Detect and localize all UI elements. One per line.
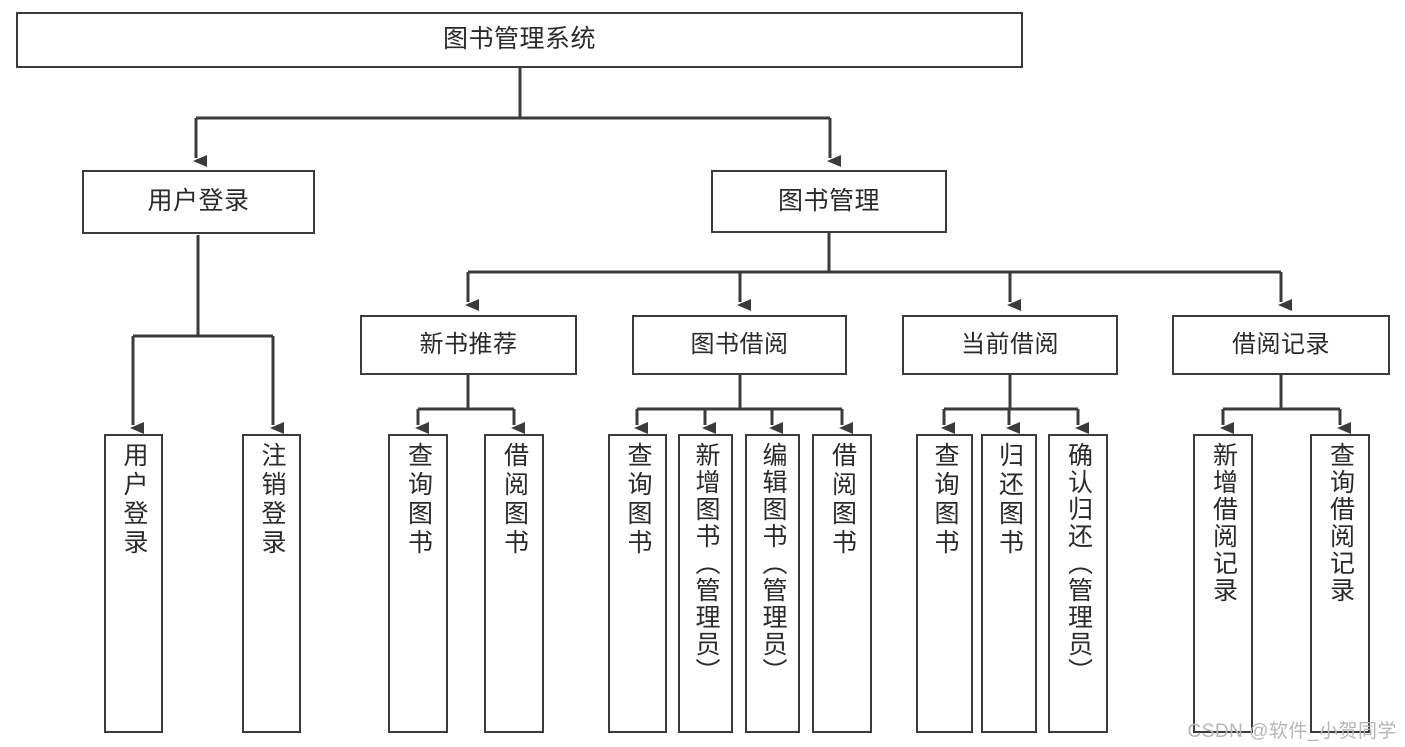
node-label: 查询图书 [404,442,433,558]
node-label: 用户登录 [120,442,148,558]
node-leaf-edit-book-admin[interactable]: 编辑图书（管理员） [745,434,800,733]
node-label: 新增借阅记录 [1209,442,1238,604]
node-label: 查询图书 [624,442,652,558]
node-label: 编辑图书（管理员） [759,442,787,685]
node-label: 图书管理系统 [442,25,596,54]
node-leaf-query-book-recommend[interactable]: 查询图书 [388,434,448,733]
watermark-text: CSDN @软件_小贺同学 [1187,721,1397,742]
node-leaf-add-borrow-record[interactable]: 新增借阅记录 [1193,434,1253,733]
node-user-login[interactable]: 用户登录 [82,170,315,234]
node-book-management[interactable]: 图书管理 [711,170,947,233]
node-leaf-logout[interactable]: 注销登录 [242,434,301,733]
node-leaf-borrow-book[interactable]: 借阅图书 [812,434,872,733]
node-label: 新书推荐 [419,330,518,358]
node-leaf-query-book-borrow[interactable]: 查询图书 [608,434,667,733]
node-label: 查询图书 [931,442,959,558]
node-leaf-borrow-book-recommend[interactable]: 借阅图书 [484,434,544,733]
node-label: 图书管理 [777,186,880,215]
node-root-book-management-system[interactable]: 图书管理系统 [16,12,1023,68]
node-label: 确认归还（管理员） [1064,442,1093,685]
node-current-borrowing[interactable]: 当前借阅 [902,315,1118,375]
node-leaf-user-login[interactable]: 用户登录 [104,434,163,733]
node-label: 图书借阅 [690,330,789,358]
node-new-book-recommendation[interactable]: 新书推荐 [360,315,577,375]
node-leaf-return-book[interactable]: 归还图书 [981,434,1037,733]
node-label: 新增图书（管理员） [692,442,720,685]
node-borrowing-record[interactable]: 借阅记录 [1172,315,1390,375]
node-leaf-confirm-return-admin[interactable]: 确认归还（管理员） [1048,434,1108,733]
node-label: 借阅记录 [1232,330,1330,358]
node-leaf-add-book-admin[interactable]: 新增图书（管理员） [678,434,733,733]
node-label: 查询借阅记录 [1326,442,1355,604]
node-leaf-query-borrow-record[interactable]: 查询借阅记录 [1310,434,1370,733]
node-label: 借阅图书 [500,442,529,558]
node-label: 归还图书 [995,442,1024,558]
node-book-borrowing[interactable]: 图书借阅 [632,315,847,375]
node-leaf-query-book-current[interactable]: 查询图书 [916,434,973,733]
node-label: 注销登录 [258,442,286,558]
node-label: 借阅图书 [828,442,857,558]
node-label: 用户登录 [147,187,250,216]
node-label: 当前借阅 [961,330,1059,358]
